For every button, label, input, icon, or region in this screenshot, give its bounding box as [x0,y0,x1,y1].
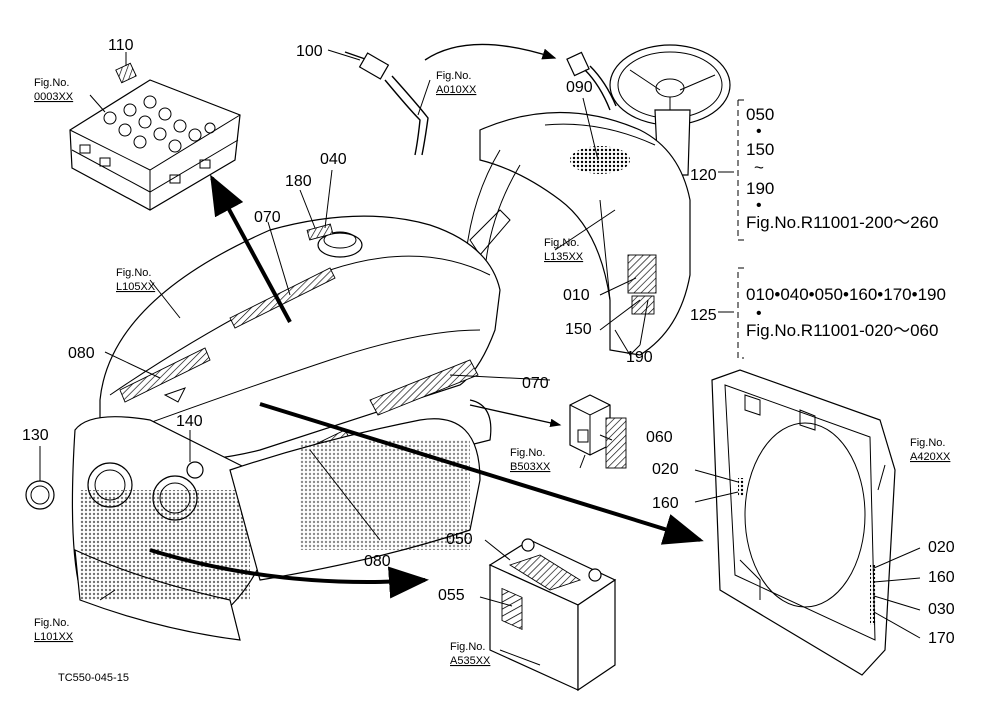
fan-shroud-drawing [711,369,896,676]
label-020-upper: 020 [652,461,679,478]
label-100: 100 [296,43,323,60]
group-125-dot: • [756,305,762,322]
fig-a420xx-code: A420XX [910,451,951,463]
fig-a010xx-title: Fig.No. [436,70,471,82]
label-060: 060 [646,429,673,446]
label-150: 150 [565,321,592,338]
fig-l135xx-title: Fig.No. [544,237,579,249]
label-140: 140 [176,413,203,430]
fig-l135xx-code: L135XX [544,251,584,263]
label-125: 125 [690,307,717,324]
group-120-line1: 050 [746,105,774,124]
label-055: 055 [438,587,465,604]
fig-a420xx-title: Fig.No. [910,437,945,449]
wire-harness-drawing [344,43,617,156]
fig-a010xx-code: A010XX [436,84,477,96]
steering-wheel-drawing [609,44,731,176]
label-090: 090 [566,79,593,96]
label-110: 110 [108,37,134,54]
label-070-hood-side: 070 [522,375,549,392]
dash-panel-drawing [464,111,691,356]
drawing-code: TC550-045-15 [58,672,129,684]
fig-0003xx-code: 0003XX [34,91,74,103]
emblem-130-drawing [25,480,55,510]
front-grille-drawing [25,416,481,641]
relay-box-drawing [569,394,627,469]
arrow-to-battery [149,548,429,599]
label-080-side-panel: 080 [364,553,391,570]
arrow-to-fan-shroud [259,402,704,545]
bracket-125 [737,267,744,359]
figure-references: Fig.No. 0003XX Fig.No. A010XX Fig.No. L1… [34,70,951,667]
fig-l105xx-title: Fig.No. [116,267,151,279]
label-080-hood-left: 080 [68,345,95,362]
group-120-dot1: • [756,123,762,140]
label-130: 130 [22,427,49,444]
bracket-120 [737,100,744,241]
label-050: 050 [446,531,473,548]
leader-lines [39,49,921,666]
label-020-lower: 020 [928,539,955,556]
label-030: 030 [928,601,955,618]
group-120-tilde: ~ [754,158,764,177]
label-160-upper: 160 [652,495,679,512]
group-120-fig-ref: Fig.No.R11001-200～260 [746,213,938,232]
label-010: 010 [563,287,590,304]
label-070-hood-top: 070 [254,209,281,226]
label-170: 170 [928,630,955,647]
group-125-line1: 010•040•050•160•170•190 [746,285,946,304]
arrow-to-engine [210,174,292,323]
fig-l101xx-title: Fig.No. [34,617,69,629]
battery-drawing [488,538,617,692]
fig-a535xx-title: Fig.No. [450,641,485,653]
part-number-labels: 110 100 090 040 180 070 080 070 130 140 … [22,37,955,647]
fig-b503xx-code: B503XX [510,461,551,473]
fig-b503xx-title: Fig.No. [510,447,545,459]
group-120-callout: 050 • 150 ~ 190 • Fig.No.R11001-200～260 [746,105,938,232]
group-120-dot2: • [756,197,762,214]
label-120: 120 [690,167,717,184]
label-190: 190 [626,349,653,366]
hood-drawing [99,215,501,484]
fig-0003xx-title: Fig.No. [34,77,69,89]
group-125-callout: 010•040•050•160•170•190 • Fig.No.R11001-… [746,285,946,340]
fig-l101xx-code: L101XX [34,631,74,643]
group-120-line2: 150 [746,140,774,159]
fig-a535xx-code: A535XX [450,655,491,667]
label-180: 180 [285,173,312,190]
label-110-decal [115,62,137,84]
group-125-fig-ref: Fig.No.R11001-020～060 [746,321,938,340]
group-120-line3: 190 [746,179,774,198]
label-040: 040 [320,151,347,168]
label-160-lower: 160 [928,569,955,586]
fig-l105xx-code: L105XX [116,281,156,293]
arrow-to-relay [469,404,562,427]
cylinder-head-drawing [69,62,241,211]
